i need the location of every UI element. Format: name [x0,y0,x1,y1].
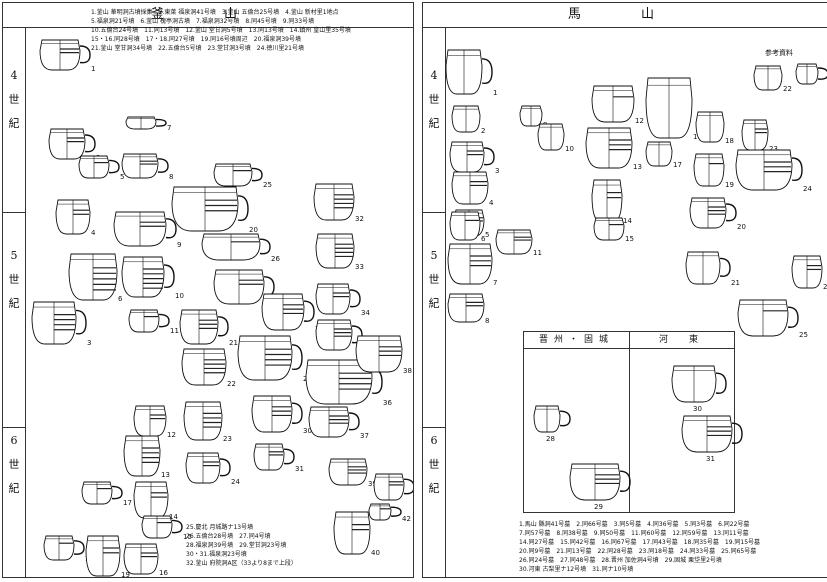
figure-number: 30 [693,405,702,413]
figure-number: 10 [175,292,184,300]
era-divider [3,427,25,428]
figure-number: 33 [355,263,364,271]
masan-notes: 1.馬山 縣洞41号墓 2.同66号墓 3.同5号墓 4.同36号墓 5.同3号… [519,520,760,574]
figure-number: 3 [495,167,499,175]
figure-number: 16 [159,569,168,577]
figure-number: 37 [360,432,369,440]
figure-number: 42 [402,515,411,523]
figure-number: 11 [170,327,179,335]
figure-number: 3 [87,339,91,347]
era-divider [423,212,445,213]
figure-number: 17 [673,161,682,169]
figure-number: 31 [295,465,304,473]
figure-number: 5 [485,231,489,239]
figure-number: 19 [725,181,734,189]
figure-number: 20 [737,223,746,231]
note-line: 7.同57号墓 8.同38号墓 9.同50号墓 11.同60号墓 12.同59号… [519,529,760,538]
figure-number: 25 [263,181,272,189]
figure-number: 25 [799,331,808,339]
figure-number: 6 [481,235,485,243]
figure-number: 12 [167,431,176,439]
figure-number: 38 [403,367,412,375]
note-line: 30・31.福泉洞23号墳 [186,550,297,559]
figure-number: 12 [635,117,644,125]
figure-number: 26 [823,283,827,291]
inset-heading-jinju: 晋州・固城 [524,332,630,349]
figure-number: 2 [481,127,485,135]
figure-number: 8 [485,317,489,325]
note-line: 28.福泉洞39号墳 29.堂甘洞23号墳 [186,541,297,550]
figure-number: 15 [183,533,192,541]
note-line: 30.河東 古梨里ナ12号墳 31.同ナ10号墳 [519,565,760,574]
figure-number: 32 [355,215,364,223]
note-line: 20.同9号墓 21.同13号墓 22.同28号墓 23.同18号墓 24.同3… [519,547,760,556]
note-line: 1.馬山 縣洞41号墓 2.同66号墓 3.同5号墓 4.同36号墓 5.同3号… [519,520,760,529]
figure-number: 24 [803,185,812,193]
reference-label: 参考資料 [765,49,793,58]
figure-number: 1 [91,65,95,73]
legend-line: 10.五倫台24号墳 11.同13号墳 12.釜山 堂甘洞5号墳 13.同13号… [91,26,351,35]
figure-number: 13 [633,163,642,171]
legend-line: 15・16.同28号墳 17・18.同27号墳 19.同16号墳周辺 20.福泉… [91,35,351,44]
figure-number: 29 [594,503,603,511]
legend-line: 5.福泉洞21号墳 6.釜山 槐亭洞古墳 7.福泉洞32号墳 8.同45号墳 9… [91,17,351,26]
busan-notes: 25.慶北 月城路ナ13号墳 26.五倫台28号墳 27.同4号墳 28.福泉洞… [186,523,297,568]
figure-number: 28 [546,435,555,443]
figure-number: 22 [227,380,236,388]
note-line: 14.同27号墓 15.同42号墓 16.同67号墓 17.同43号墓 18.同… [519,538,760,547]
figure-number: 26 [271,255,280,263]
figure-number: 17 [123,499,132,507]
figure-number: 7 [167,124,171,132]
figure-number: 9 [177,241,181,249]
era-divider [423,427,445,428]
figure-number: 15 [625,235,634,243]
figure-number: 11 [533,249,542,257]
legend-line: 1.釜山 華明洞古墳採集 2.東萊 福泉洞41号墳 3.釜山 五倫台25号墳 4… [91,8,351,17]
figure-number: 40 [371,549,380,557]
masan-title: 馬 山 [423,3,827,28]
figure-number: 21 [731,279,740,287]
figure-number: 34 [361,309,370,317]
figure-number: 4 [489,199,493,207]
figure-number: 24 [231,478,240,486]
figure-number: 8 [169,173,173,181]
inset-heading-hadong: 河 東 [629,332,734,349]
figure-number: 13 [161,471,170,479]
legend-line: 21.釜山 堂甘洞34号墳 22.五倫台5号墳 23.堂甘洞3号墳 24.徳川里… [91,44,351,53]
era-divider [3,212,25,213]
figure-number: 10 [565,145,574,153]
figure-number: 4 [91,229,95,237]
figure-number: 31 [706,455,715,463]
note-line: 26.五倫台28号墳 27.同4号墳 [186,532,297,541]
note-line: 25.慶北 月城路ナ13号墳 [186,523,297,532]
figure-number: 22 [783,85,792,93]
figure-number: 18 [725,137,734,145]
figure-number: 7 [493,279,497,287]
figure-number: 36 [383,399,392,407]
figure-number: 23 [223,435,232,443]
busan-legend: 1.釜山 華明洞古墳採集 2.東萊 福泉洞41号墳 3.釜山 五倫台25号墳 4… [91,8,351,53]
note-line: 26.同24号墓 27.同48号墓 28.晋州 加佐洞4号墳 29.固城 栗垈里… [519,556,760,565]
figure-number: 1 [493,89,497,97]
figure-number: 19 [121,571,130,578]
note-line: 32.釜山 府院洞A区（33より8まで上段） [186,559,297,568]
